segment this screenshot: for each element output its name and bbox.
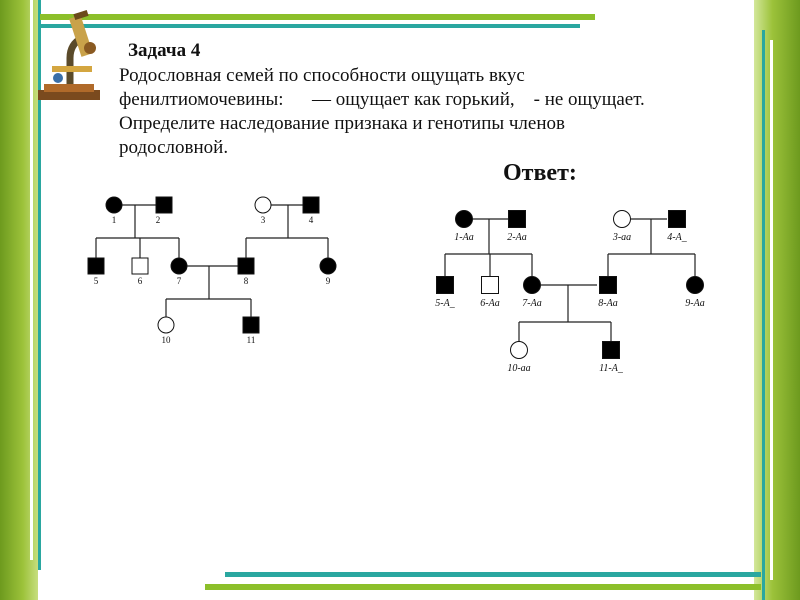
problem-member-11-label: 11 xyxy=(247,335,256,345)
problem-member-7-label: 7 xyxy=(177,276,182,286)
top-teal-bar xyxy=(40,24,580,28)
right-teal-line xyxy=(762,30,765,600)
answer-member-3-label: 3-aa xyxy=(612,232,631,243)
answer-member-1-label: 1-Aa xyxy=(454,232,473,243)
answer-member-11-symbol xyxy=(602,341,620,359)
answer-lines xyxy=(444,218,696,342)
problem-member-6-symbol xyxy=(131,257,149,275)
problem-member-1-label: 1 xyxy=(112,215,117,225)
problem-member-9-label: 9 xyxy=(326,276,331,286)
answer-member-11-label: 11-A_ xyxy=(599,363,624,374)
answer-member-7-symbol xyxy=(523,276,541,294)
problem-member-8-symbol xyxy=(237,257,255,275)
answer-member-10-label: 10-aa xyxy=(507,363,530,374)
right-green-border xyxy=(754,0,800,600)
answer-member-5-symbol xyxy=(436,276,454,294)
task-line-3: Определите наследование признака и генот… xyxy=(119,113,565,134)
problem-member-2-label: 2 xyxy=(156,215,161,225)
answer-member-6-symbol xyxy=(481,276,499,294)
task-line-4: родословной. xyxy=(119,137,229,158)
problem-member-7-symbol xyxy=(170,257,188,275)
answer-member-1-symbol xyxy=(455,210,473,228)
problem-member-11-symbol xyxy=(242,316,260,334)
answer-member-4-symbol xyxy=(668,210,686,228)
answer-member-6-label: 6-Aa xyxy=(480,298,499,309)
problem-member-4-symbol xyxy=(302,196,320,214)
answer-member-8-label: 8-Aa xyxy=(598,298,617,309)
problem-member-5-symbol xyxy=(87,257,105,275)
problem-member-6-label: 6 xyxy=(138,276,143,286)
answer-member-3-symbol xyxy=(613,210,631,228)
answer-member-9-symbol xyxy=(686,276,704,294)
bottom-teal-bar xyxy=(225,572,761,577)
problem-member-8-label: 8 xyxy=(244,276,249,286)
answer-member-4-label: 4-A_ xyxy=(667,232,687,243)
problem-member-10-label: 10 xyxy=(162,335,172,345)
left-teal-line xyxy=(38,0,41,570)
microscope-icon xyxy=(38,9,100,100)
task-title: Задача 4 xyxy=(128,40,201,61)
problem-member-5-label: 5 xyxy=(94,276,99,286)
problem-member-1-symbol xyxy=(105,196,123,214)
problem-member-3-label: 3 xyxy=(261,215,266,225)
task-line-1: Родословная семей по способности ощущать… xyxy=(119,65,525,86)
answer-member-5-label: 5-A_ xyxy=(435,298,455,309)
task-description: Родословная семей по способности ощущать… xyxy=(119,64,759,160)
answer-member-10-symbol xyxy=(510,341,528,359)
problem-member-3-symbol xyxy=(254,196,272,214)
answer-member-2-symbol xyxy=(508,210,526,228)
bottom-green-bar xyxy=(205,584,761,590)
answer-label: Ответ: xyxy=(503,160,577,186)
problem-member-4-label: 4 xyxy=(309,215,314,225)
problem-member-2-symbol xyxy=(155,196,173,214)
left-white-line xyxy=(30,0,33,560)
answer-member-2-label: 2-Aa xyxy=(507,232,526,243)
task-line-2: фенилтиомочевины: — ощущает как горький,… xyxy=(119,89,645,110)
problem-member-10-symbol xyxy=(157,316,175,334)
problem-member-9-symbol xyxy=(319,257,337,275)
problem-lines xyxy=(95,204,329,317)
answer-member-7-label: 7-Aa xyxy=(522,298,541,309)
pedigree-answer-diagram: 1-Aa 2-Aa 3-aa 4-A_ 5-A_ 6-Aa 7-Aa 8-Aa 9-Aa 10-a… xyxy=(435,210,705,374)
answer-member-9-label: 9-Aa xyxy=(685,298,704,309)
right-white-line xyxy=(770,40,773,580)
top-green-bar xyxy=(40,14,595,20)
pedigree-problem-diagram: 1 2 3 4 5 6 7 8 9 10 11 xyxy=(52,192,370,347)
answer-member-8-symbol xyxy=(599,276,617,294)
